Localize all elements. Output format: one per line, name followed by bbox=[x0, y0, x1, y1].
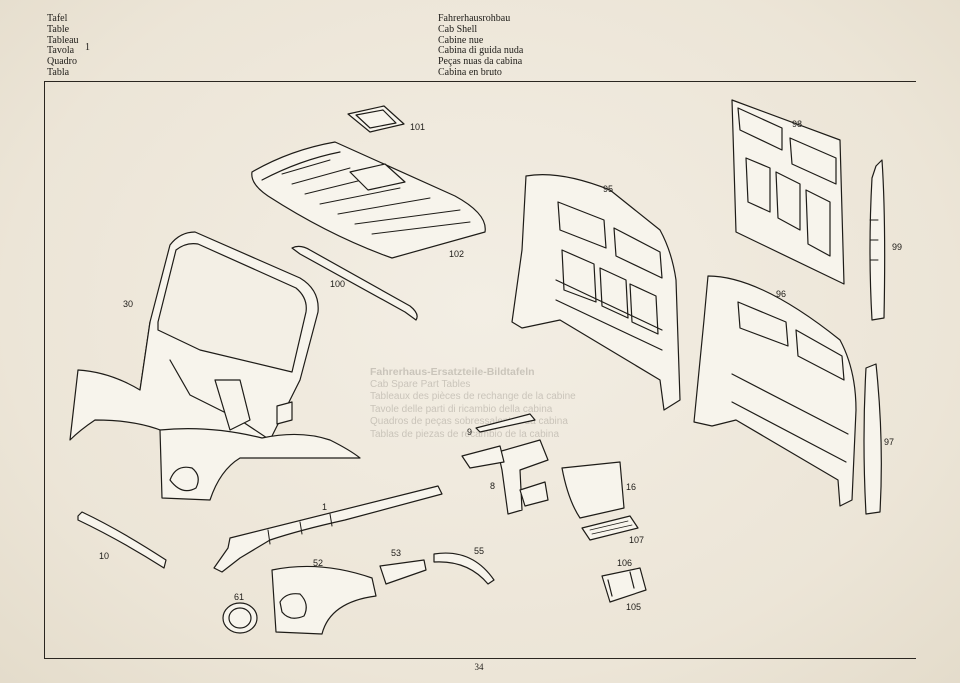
callout-99: 99 bbox=[892, 242, 902, 252]
bleed-through-text: Fahrerhaus-Ersatzteile-Bildtafeln Cab Sp… bbox=[370, 366, 576, 441]
part-55-arch bbox=[433, 552, 495, 585]
header-labels-left: Tafel Table Tableau Tavola Quadro Tabla bbox=[47, 13, 79, 79]
callout-8: 8 bbox=[490, 481, 495, 491]
callout-16: 16 bbox=[626, 482, 636, 492]
bleed-through-line: Tablas de piezas de recambio de la cabin… bbox=[370, 428, 560, 440]
part-98-back-panel bbox=[731, 99, 845, 285]
part-99-pillar bbox=[869, 159, 886, 321]
callout-96: 96 bbox=[776, 289, 786, 299]
callout-52: 52 bbox=[313, 558, 323, 568]
header-label: Table bbox=[47, 23, 70, 35]
callout-95: 95 bbox=[603, 184, 613, 194]
header-label: Tabla bbox=[47, 66, 70, 78]
callout-107: 107 bbox=[629, 535, 644, 545]
bleed-through-title: Fahrerhaus-Ersatzteile-Bildtafeln bbox=[370, 366, 535, 378]
callout-55: 55 bbox=[474, 546, 484, 556]
bleed-through-line: Cab Spare Part Tables bbox=[370, 378, 471, 390]
bleed-through-line: Tableaux des pièces de rechange de la ca… bbox=[370, 391, 576, 402]
header-label: Tafel bbox=[47, 13, 68, 24]
part-9-bracket bbox=[475, 413, 536, 433]
callout-30: 30 bbox=[123, 299, 133, 309]
part-95-rear-wall bbox=[511, 174, 681, 411]
bottom-rule bbox=[44, 658, 916, 659]
part-61-lamp-ring bbox=[222, 602, 258, 634]
header-label: Quadro bbox=[47, 56, 77, 68]
header-label: Tavola bbox=[47, 45, 75, 57]
header-title: Cabina di guida nuda bbox=[438, 45, 524, 57]
callout-9: 9 bbox=[467, 427, 472, 437]
callout-61: 61 bbox=[234, 592, 244, 602]
part-97-side-pillar bbox=[863, 363, 882, 515]
part-53-panel bbox=[379, 559, 427, 585]
left-frame-rule bbox=[44, 81, 45, 659]
part-16-panel bbox=[561, 461, 625, 519]
part-10-strip bbox=[77, 511, 167, 569]
callout-102: 102 bbox=[449, 249, 464, 259]
part-100-roof-rail bbox=[291, 245, 418, 321]
callout-105: 105 bbox=[626, 602, 641, 612]
callout-98: 98 bbox=[792, 119, 802, 129]
header-title: Cab Shell bbox=[438, 23, 478, 35]
part-1-floor-member bbox=[213, 485, 443, 573]
part-101-hatch-frame bbox=[347, 105, 405, 133]
callout-labels: 101 98 95 102 100 30 99 96 9 8 16 97 1 1… bbox=[99, 119, 902, 612]
part-107-step-grate bbox=[581, 515, 639, 541]
bleed-through-line: Quadros de peças sobressalentes da cabin… bbox=[370, 416, 568, 427]
part-96-inner-frame bbox=[693, 275, 857, 507]
header-label: Tableau bbox=[47, 34, 79, 46]
header-title: Cabina en bruto bbox=[438, 66, 502, 78]
plate-number: 1 bbox=[85, 42, 90, 53]
callout-97: 97 bbox=[884, 437, 894, 447]
bleed-through-line: Tavole delle parti di ricambio della cab… bbox=[370, 403, 553, 415]
callout-53: 53 bbox=[391, 548, 401, 558]
top-rule bbox=[44, 81, 916, 82]
part-8-support bbox=[461, 439, 549, 515]
header-title: Fahrerhausrohbau bbox=[438, 13, 511, 24]
callout-10: 10 bbox=[99, 551, 109, 561]
callout-101: 101 bbox=[410, 122, 425, 132]
part-52-fender bbox=[271, 565, 377, 635]
part-102-roof-panel bbox=[251, 141, 486, 259]
part-105-106-step-bracket bbox=[601, 567, 647, 603]
part-30-cab-front bbox=[69, 231, 361, 501]
page-number: 34 bbox=[474, 662, 484, 672]
header-title: Cabine nue bbox=[438, 34, 484, 46]
header-title: Peças nuas da cabina bbox=[438, 56, 523, 68]
callout-1: 1 bbox=[322, 502, 327, 512]
callout-106: 106 bbox=[617, 558, 632, 568]
callout-100: 100 bbox=[330, 279, 345, 289]
header-titles-right: Fahrerhausrohbau Cab Shell Cabine nue Ca… bbox=[438, 13, 524, 79]
